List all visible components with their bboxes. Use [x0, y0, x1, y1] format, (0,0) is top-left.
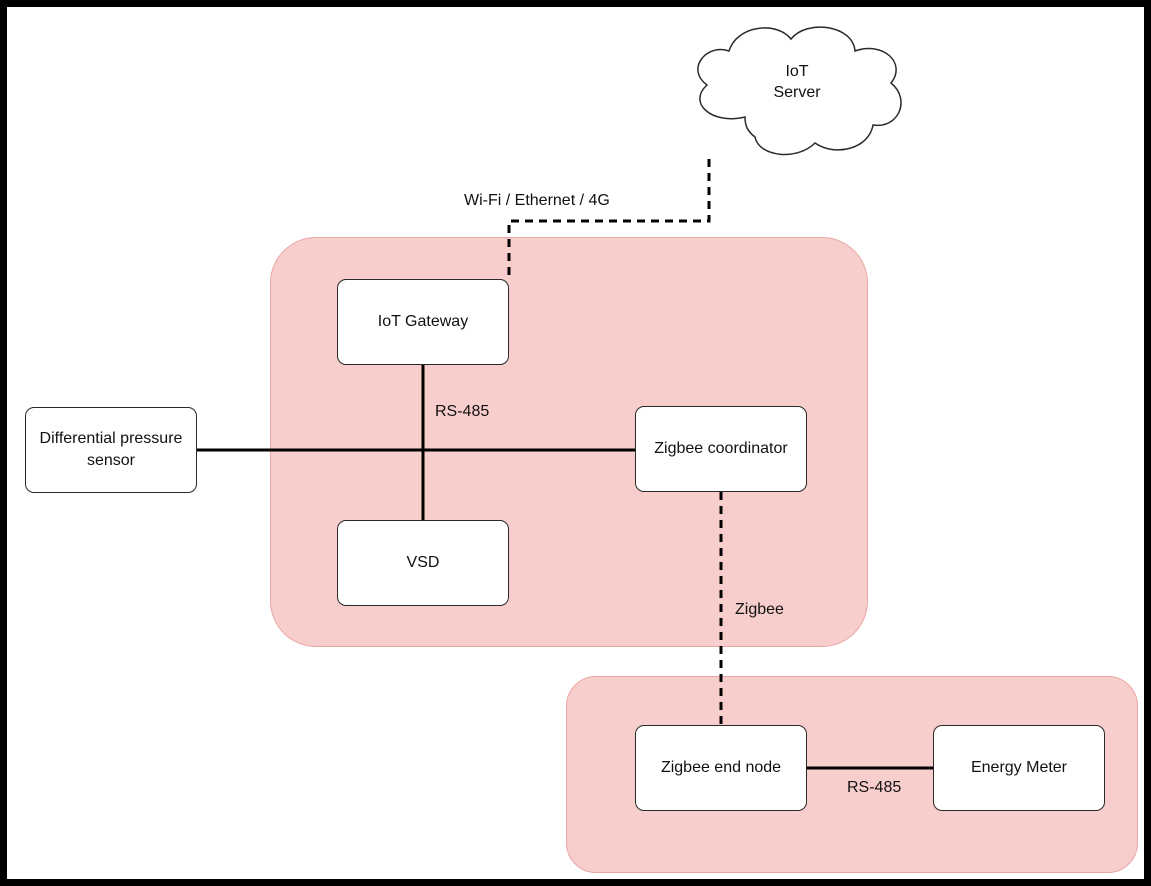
energy-meter-label: Energy Meter	[970, 759, 1068, 776]
vsd-node: VSD	[337, 520, 509, 606]
iot-gateway-node: IoT Gateway	[337, 279, 509, 365]
rs485-bus-label: RS-485	[435, 403, 490, 420]
iot-server-label: IoT Server	[773, 63, 821, 101]
wifi-connection-label: Wi-Fi / Ethernet / 4G	[464, 192, 610, 209]
diagram-canvas: IoT Server IoT Gateway VSD Differential …	[7, 7, 1144, 879]
rs485-meter-label: RS-485	[847, 779, 902, 796]
vsd-label: VSD	[406, 554, 440, 571]
zigbee-coordinator-node: Zigbee coordinator	[635, 406, 807, 492]
zigbee-connection-label: Zigbee	[735, 601, 784, 618]
differential-pressure-sensor-node: Differential pressure sensor	[25, 407, 197, 493]
zigbee-end-node-label: Zigbee end node	[660, 759, 782, 776]
differential-pressure-sensor-label: Differential pressure sensor	[39, 430, 183, 469]
zigbee-end-node-node: Zigbee end node	[635, 725, 807, 811]
energy-meter-node: Energy Meter	[933, 725, 1105, 811]
iot-gateway-label: IoT Gateway	[377, 313, 469, 330]
zigbee-coordinator-label: Zigbee coordinator	[654, 440, 788, 457]
wifi-uplink-line	[507, 159, 711, 279]
connections-layer	[197, 26, 933, 770]
iot-server-cloud	[697, 26, 902, 156]
